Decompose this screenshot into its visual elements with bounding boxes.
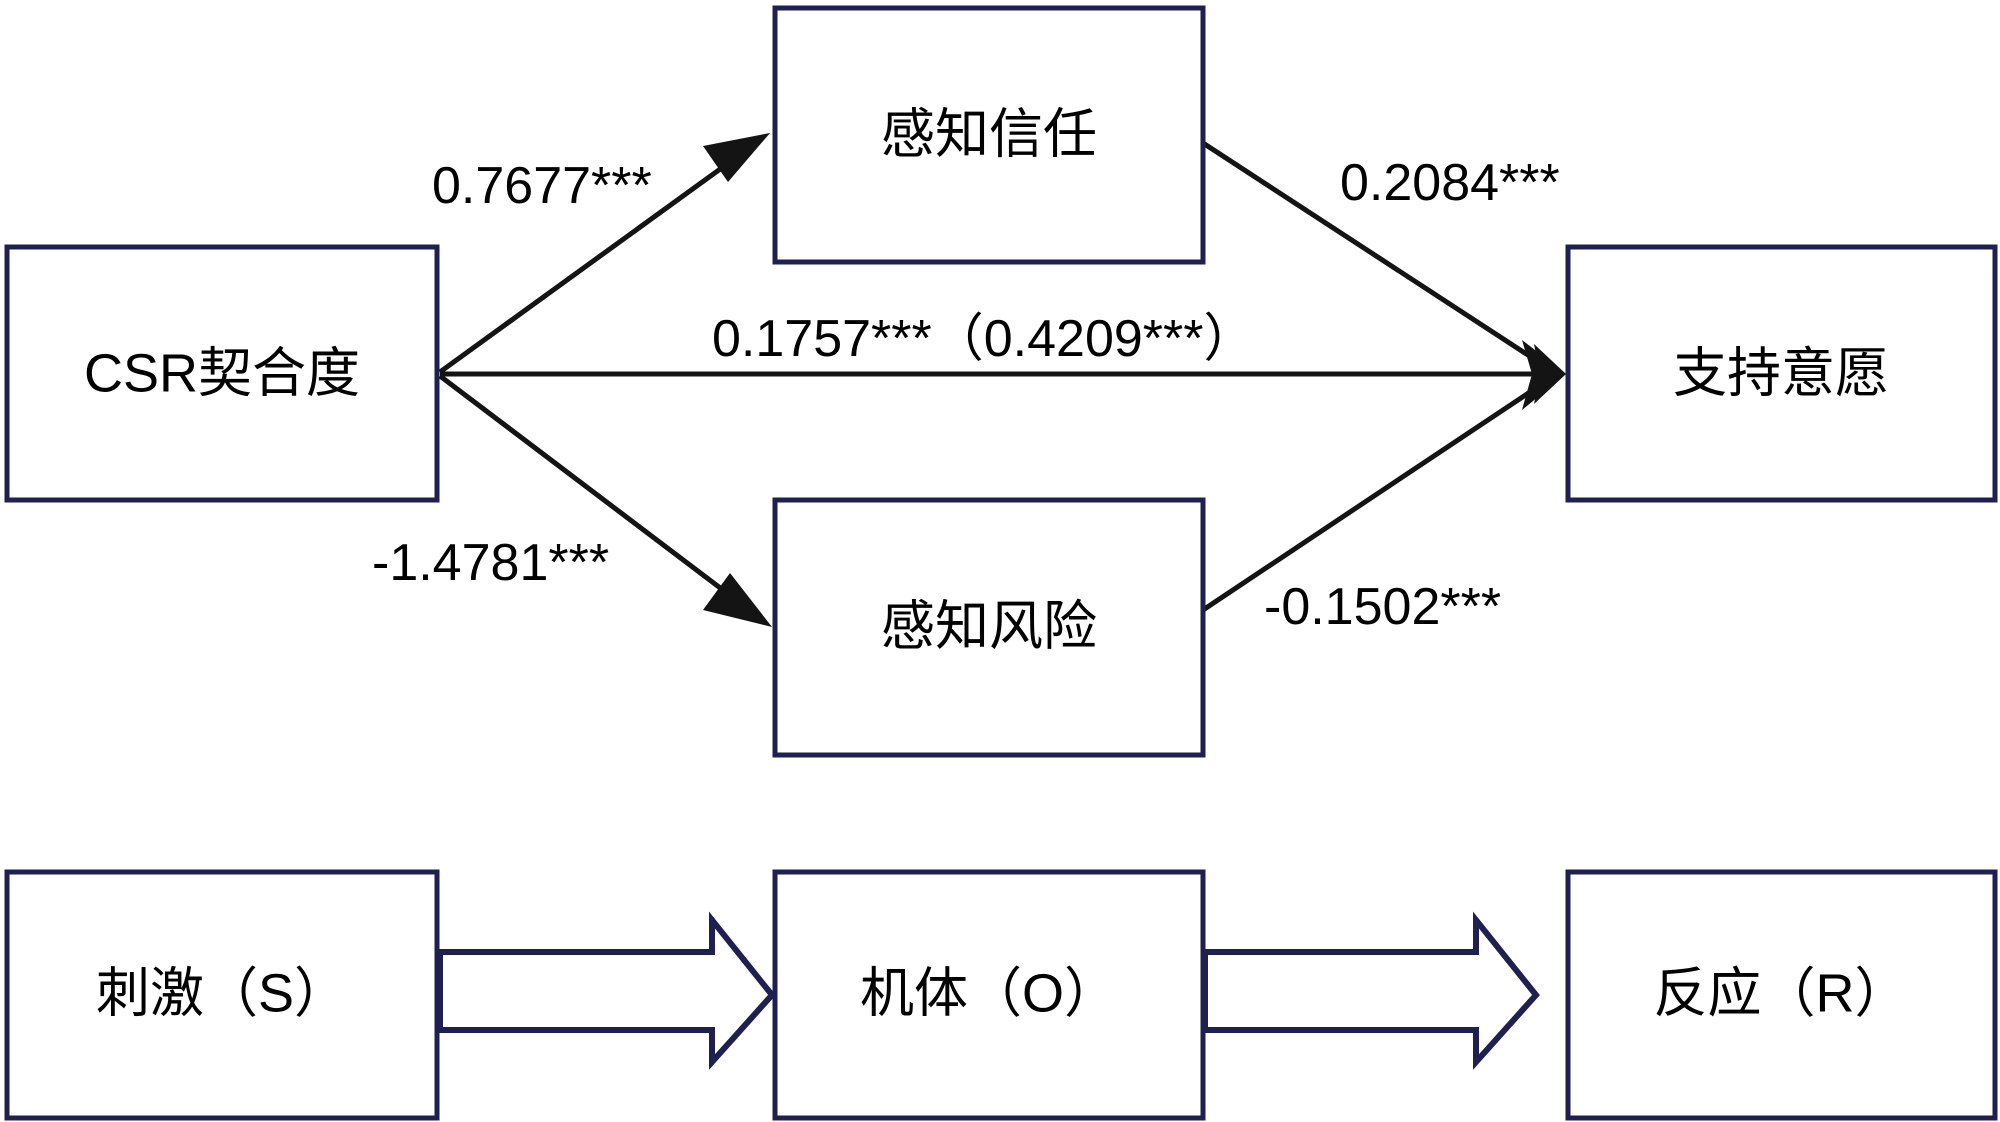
edge-risk-support: -0.1502*** <box>1201 373 1556 636</box>
node-csr-fit-box[interactable] <box>4 244 440 503</box>
edge-organism-response <box>1202 911 1540 1070</box>
node-perceived-trust-label: 感知信任 <box>881 104 1097 164</box>
edge-csr-support: 0.1757***（0.4209***） <box>440 310 1554 377</box>
node-support-willingness[interactable]: 支持意愿 <box>1565 244 1998 503</box>
node-csr-fit-label: CSR契合度 <box>84 343 360 403</box>
node-support-willingness-label: 支持意愿 <box>1673 343 1889 403</box>
node-perceived-risk[interactable]: 感知风险 <box>772 497 1206 758</box>
node-stimulus-label: 刺激（S） <box>96 963 348 1023</box>
edge-risk-support-line <box>1201 373 1556 613</box>
edge-csr-trust-line <box>438 143 754 375</box>
node-support-willingness-box[interactable] <box>1565 244 1998 503</box>
edge-organism-response-block-arrow <box>1202 911 1540 1070</box>
edge-csr-trust-label: 0.7677*** <box>432 157 652 215</box>
edge-stimulus-organism <box>437 911 776 1070</box>
edge-convergence-arrowhead-fill <box>1534 344 1566 404</box>
edge-risk-support-label: -0.1502*** <box>1264 578 1501 636</box>
edge-csr-trust: 0.7677*** <box>432 133 770 375</box>
edge-csr-support-label: 0.1757***（0.4209***） <box>712 310 1256 368</box>
node-stimulus-box[interactable] <box>4 869 440 1121</box>
node-perceived-trust-box[interactable] <box>772 5 1206 265</box>
edge-csr-risk-arrowhead <box>703 573 772 627</box>
edge-csr-risk-line <box>438 374 754 614</box>
node-stimulus[interactable]: 刺激（S） <box>4 869 440 1121</box>
node-organism[interactable]: 机体（O） <box>772 869 1206 1121</box>
edge-trust-support-label: 0.2084*** <box>1340 154 1560 212</box>
node-response[interactable]: 反应（R） <box>1565 869 1998 1121</box>
node-organism-box[interactable] <box>772 869 1206 1121</box>
node-perceived-risk-label: 感知风险 <box>881 596 1097 656</box>
node-response-label: 反应（R） <box>1654 963 1909 1023</box>
edge-csr-risk-label: -1.4781*** <box>372 534 609 592</box>
edge-trust-support: 0.2084*** <box>1201 140 1560 375</box>
node-csr-fit[interactable]: CSR契合度 <box>4 244 440 503</box>
edge-trust-support-line <box>1201 140 1556 375</box>
edge-stimulus-organism-block-arrow <box>437 911 776 1070</box>
node-perceived-risk-box[interactable] <box>772 497 1206 758</box>
edge-csr-trust-arrowhead <box>703 133 770 182</box>
edge-csr-risk: -1.4781*** <box>372 374 772 627</box>
node-organism-label: 机体（O） <box>860 963 1118 1023</box>
node-perceived-trust[interactable]: 感知信任 <box>772 5 1206 265</box>
node-response-box[interactable] <box>1565 869 1998 1121</box>
